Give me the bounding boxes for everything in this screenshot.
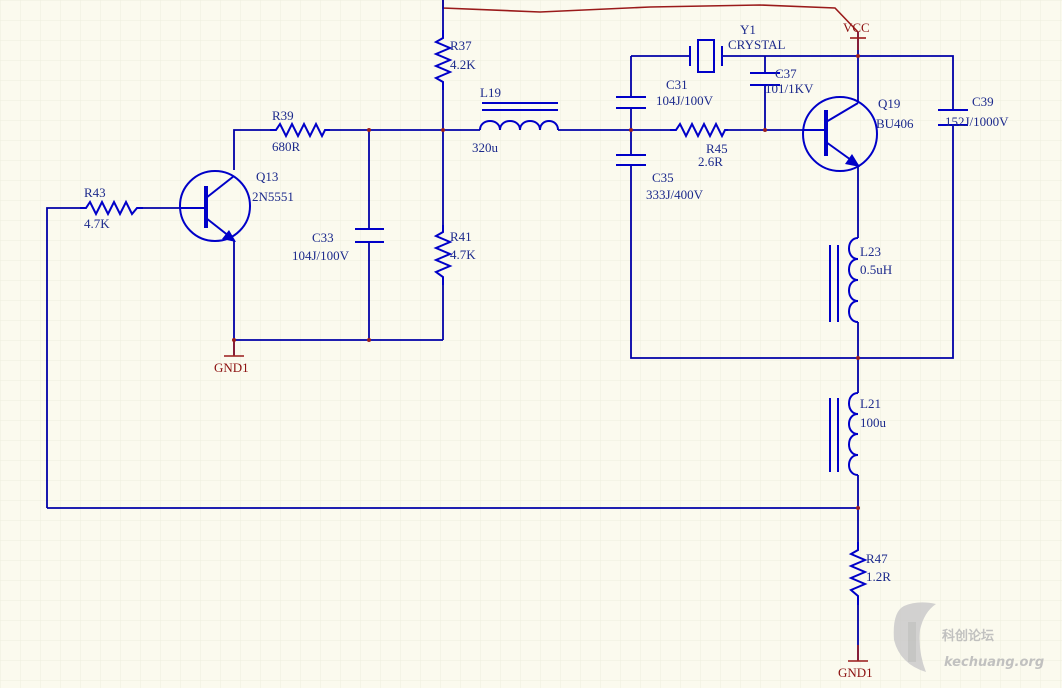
resistor-r43[interactable]: R43 4.7K <box>80 185 143 231</box>
l19-value: 320u <box>472 140 499 155</box>
r39-ref: R39 <box>272 108 294 123</box>
l23-ref: L23 <box>860 244 881 259</box>
r37-value: 4.2K <box>450 57 476 72</box>
gnd-left-label: GND1 <box>214 360 249 375</box>
ground-port-bottom[interactable]: GND1 <box>838 645 873 680</box>
watermark-logo: 科创论坛 kechuang.org <box>893 602 1044 672</box>
ground-port-left[interactable]: GND1 <box>214 340 249 375</box>
r47-value: 1.2R <box>866 569 891 584</box>
c33-value: 104J/100V <box>292 248 350 263</box>
l21-ref: L21 <box>860 396 881 411</box>
capacitor-c33[interactable]: C33 104J/100V <box>292 228 384 263</box>
resistor-r39[interactable]: R39 680R <box>270 108 330 154</box>
capacitor-c39[interactable]: C39 152J/1000V <box>938 94 1009 129</box>
q13-value: 2N5551 <box>252 189 294 204</box>
r43-value: 4.7K <box>84 216 110 231</box>
c35-value: 333J/400V <box>646 187 704 202</box>
r47-ref: R47 <box>866 551 888 566</box>
vcc-label: VCC <box>843 20 870 35</box>
resistor-r41[interactable]: R41 4.7K <box>433 225 476 285</box>
q19-ref: Q19 <box>878 96 900 111</box>
r43-ref: R43 <box>84 185 106 200</box>
resistor-r45[interactable]: R45 2.6R <box>670 121 728 169</box>
c39-ref: C39 <box>972 94 994 109</box>
r45-value: 2.6R <box>698 154 723 169</box>
q19-value: BU406 <box>876 116 914 131</box>
watermark-name: 科创论坛 <box>942 628 994 644</box>
c35-ref: C35 <box>652 170 674 185</box>
c31-ref: C31 <box>666 77 688 92</box>
l21-value: 100u <box>860 415 887 430</box>
capacitor-c31[interactable]: C31 104J/100V <box>616 77 714 109</box>
r41-value: 4.7K <box>450 247 476 262</box>
capacitor-c37[interactable]: C37 101/1KV <box>750 66 814 96</box>
capacitor-c35[interactable]: C35 333J/400V <box>616 154 704 202</box>
c37-value: 101/1KV <box>765 81 814 96</box>
l23-value: 0.5uH <box>860 262 892 277</box>
crystal-y1[interactable]: Y1 CRYSTAL <box>689 22 786 73</box>
power-port-vcc[interactable]: VCC <box>843 20 870 50</box>
y1-ref: Y1 <box>740 22 756 37</box>
transistor-q19[interactable]: Q19 BU406 <box>802 96 914 172</box>
transistor-q13[interactable]: Q13 2N5551 <box>179 169 294 242</box>
resistor-r37[interactable]: R37 4.2K <box>433 30 476 90</box>
c37-ref: C37 <box>775 66 797 81</box>
inductor-l21[interactable]: L21 100u <box>829 392 887 476</box>
c31-value: 104J/100V <box>656 93 714 108</box>
watermark-url: kechuang.org <box>944 655 1044 670</box>
inductor-l19[interactable]: L19 320u <box>472 85 559 155</box>
inductor-l23[interactable]: L23 0.5uH <box>829 237 892 323</box>
r39-value: 680R <box>272 139 301 154</box>
c33-ref: C33 <box>312 230 334 245</box>
gnd-bottom-label: GND1 <box>838 665 873 680</box>
junctions <box>232 54 860 510</box>
r37-ref: R37 <box>450 38 472 53</box>
r41-ref: R41 <box>450 229 472 244</box>
l19-ref: L19 <box>480 85 501 100</box>
r45-ref: R45 <box>706 141 728 156</box>
q13-ref: Q13 <box>256 169 278 184</box>
c39-value: 152J/1000V <box>945 114 1009 129</box>
resistor-r47[interactable]: R47 1.2R <box>848 542 891 605</box>
y1-value: CRYSTAL <box>728 37 786 52</box>
